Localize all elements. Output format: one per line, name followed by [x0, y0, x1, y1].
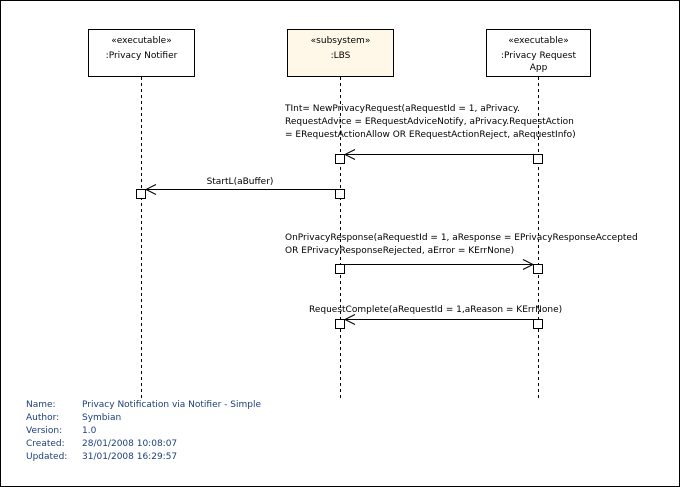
activation-box [533, 264, 543, 274]
activation-box [335, 319, 345, 329]
info-label-created: Created: [26, 439, 65, 449]
message-new-privacy-request[interactable]: TInt= NewPrivacyRequest(aRequestId = 1, … [284, 104, 576, 164]
activation-box [533, 154, 543, 164]
activation-box [533, 319, 543, 329]
lifeline-stereotype: «executable» [508, 36, 568, 46]
message-label-line: RequestComplete(aRequestId = 1,aReason =… [309, 305, 562, 315]
activation-box [335, 189, 345, 199]
info-label-version: Version: [26, 426, 62, 436]
info-value-updated: 31/01/2008 16:29:57 [82, 452, 177, 462]
message-request-complete[interactable]: RequestComplete(aRequestId = 1,aReason =… [309, 305, 562, 329]
info-label-author: Author: [26, 413, 59, 423]
info-label-updated: Updated: [26, 452, 67, 462]
lifeline-name-line2: App [530, 63, 548, 73]
lifeline-name: :Privacy Notifier [106, 51, 178, 61]
lifeline-head-lbs[interactable] [287, 29, 394, 77]
message-label-line: OR EPrivacyResponseRejected, aError = KE… [285, 246, 514, 256]
lifeline-stereotype: «executable» [111, 36, 171, 46]
diagram-info: Name: Privacy Notification via Notifier … [26, 400, 261, 462]
lifeline-name: :LBS [331, 51, 351, 61]
activation-box [136, 189, 146, 199]
lifeline-head-privacy-notifier[interactable] [88, 29, 195, 77]
message-label-line: OnPrivacyResponse(aRequestId = 1, aRespo… [285, 233, 638, 243]
message-label-line: = ERequestActionAllow OR ERequestActionR… [285, 130, 576, 140]
info-value-name: Privacy Notification via Notifier - Simp… [82, 400, 261, 410]
info-value-version: 1.0 [82, 426, 97, 436]
activation-box [335, 264, 345, 274]
lifeline-privacy-notifier[interactable]: «executable» :Privacy Notifier [88, 29, 195, 401]
lifeline-privacy-request-app[interactable]: «executable» :Privacy Request App [486, 29, 591, 401]
lifeline-head-privacy-request-app[interactable] [486, 29, 591, 77]
message-label-line: TInt= NewPrivacyRequest(aRequestId = 1, … [284, 104, 520, 114]
message-startl[interactable]: StartL(aBuffer) [136, 177, 345, 199]
message-label-line: RequestAdvice = ERequestAdviceNotify, aP… [285, 117, 574, 127]
message-on-privacy-response[interactable]: OnPrivacyResponse(aRequestId = 1, aRespo… [285, 233, 638, 274]
lifeline-stereotype: «subsystem» [311, 36, 371, 46]
lifeline-name: :Privacy Request [501, 51, 577, 61]
info-value-created: 28/01/2008 10:08:07 [82, 439, 177, 449]
message-label-line: StartL(aBuffer) [207, 177, 274, 187]
info-value-author: Symbian [82, 413, 121, 423]
activation-box [335, 154, 345, 164]
info-label-name: Name: [26, 400, 56, 410]
lifeline-lbs[interactable]: «subsystem» :LBS [287, 29, 394, 401]
